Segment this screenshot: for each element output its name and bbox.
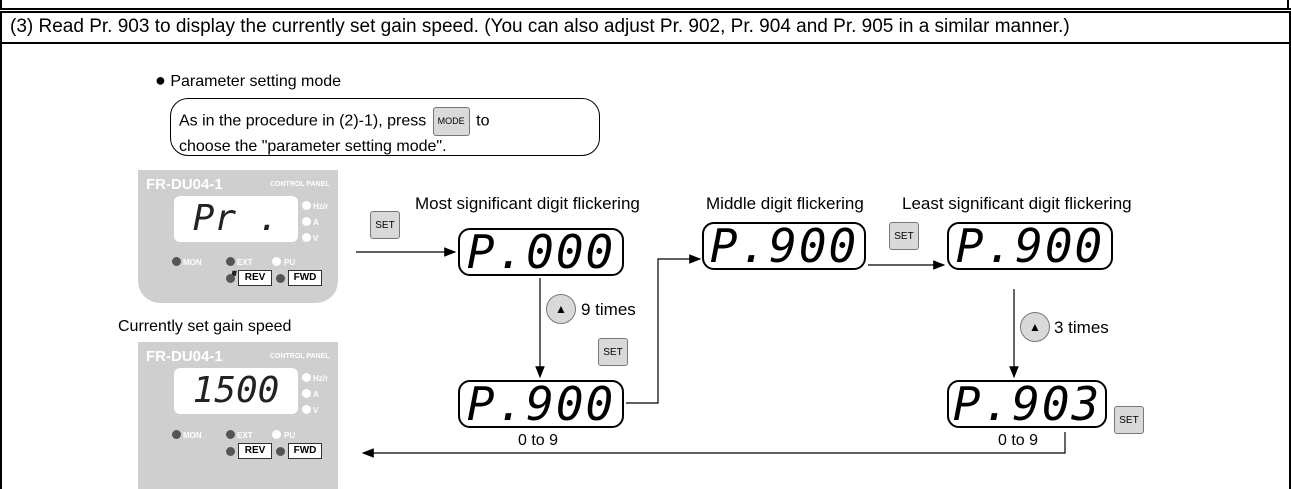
led-pu-label: PU [284,258,296,267]
led-hz-icon [302,373,311,382]
led-v-label: V [313,406,319,415]
instruction-text: (3) Read Pr. 903 to display the currentl… [10,16,1070,37]
divider-top-double [0,11,1291,13]
led-hz-label: Hz/r [313,374,329,383]
display-p903: P.903 [947,380,1107,428]
set-button[interactable]: SET [889,222,919,250]
callout-text-3: choose the "parameter setting mode". [179,138,447,155]
middle-digit-label: Middle digit flickering [706,194,864,213]
panel-model: FR-DU04-1 [146,176,223,193]
led-pu-label: PU [284,431,296,440]
up-arrow-button[interactable]: ▲ [546,294,576,324]
nine-times-label: 9 times [581,300,636,319]
led-pu-icon [272,430,281,439]
set-button[interactable]: SET [370,211,400,239]
instruction-header: (3) Read Pr. 903 to display the currentl… [0,12,1291,42]
led-ext-icon [226,257,235,266]
divider-top [0,8,1291,10]
led-mon-label: MON [183,431,202,440]
led-mon-icon [172,257,181,266]
led-fwd-icon [276,447,285,456]
gain-speed-caption: Currently set gain speed [118,318,292,335]
up-arrow-button[interactable]: ▲ [1020,312,1050,342]
led-a-icon [302,217,311,226]
led-a-label: A [313,390,319,399]
set-button[interactable]: SET [598,338,628,366]
most-significant-label: Most significant digit flickering [415,194,640,213]
control-panel-1: FR-DU04-1 CONTROL PANEL Pr . . Hz/r A V … [138,170,338,303]
led-v-icon [302,233,311,242]
range-label-right: 0 to 9 [998,432,1039,449]
bullet-icon: ● [155,70,166,90]
led-a-label: A [313,218,319,227]
panel-subtitle: CONTROL PANEL [270,353,330,360]
led-hz-icon [302,201,311,210]
control-panel-2: FR-DU04-1 CONTROL PANEL 1500 Hz/r A V MO… [138,342,338,489]
range-label-left: 0 to 9 [518,432,559,449]
led-ext-label: EXT [237,258,253,267]
least-significant-label: Least significant digit flickering [902,194,1132,213]
led-rev-icon [226,447,235,456]
divider-header [0,42,1291,44]
mode-label: ● Parameter setting mode [155,70,341,91]
set-button[interactable]: SET [1114,406,1144,434]
panel-display: 1500 [174,368,298,414]
fwd-button[interactable]: FWD [288,270,322,286]
led-ext-label: EXT [237,431,253,440]
mode-callout: As in the procedure in (2)-1), press MOD… [170,98,600,156]
callout-text-1: As in the procedure in (2)-1), press [179,112,427,130]
panel-model: FR-DU04-1 [146,348,223,365]
led-v-label: V [313,234,319,243]
led-mon-label: MON [183,258,202,267]
led-pu-icon [272,257,281,266]
mode-key-icon: MODE [432,107,470,136]
led-hz-label: Hz/r [313,202,329,211]
display-p900-step: P.900 [458,380,624,428]
led-rev-icon [226,274,235,283]
rev-button[interactable]: REV [238,443,272,459]
display-p900-least: P.900 [947,222,1113,270]
led-fwd-icon [276,274,285,283]
mode-label-text: Parameter setting mode [170,73,342,90]
panel-subtitle: CONTROL PANEL [270,181,330,188]
rev-button[interactable]: REV [238,270,272,286]
fwd-button[interactable]: FWD [288,443,322,459]
frame-top [0,0,1289,8]
callout-text-2: to [476,112,490,130]
display-p900-middle: P.900 [702,222,866,270]
led-mon-icon [172,430,181,439]
led-a-icon [302,389,311,398]
led-ext-icon [226,430,235,439]
led-v-icon [302,405,311,414]
display-p000: P.000 [458,228,624,276]
figure-frame [0,44,1291,489]
three-times-label: 3 times [1054,318,1109,337]
